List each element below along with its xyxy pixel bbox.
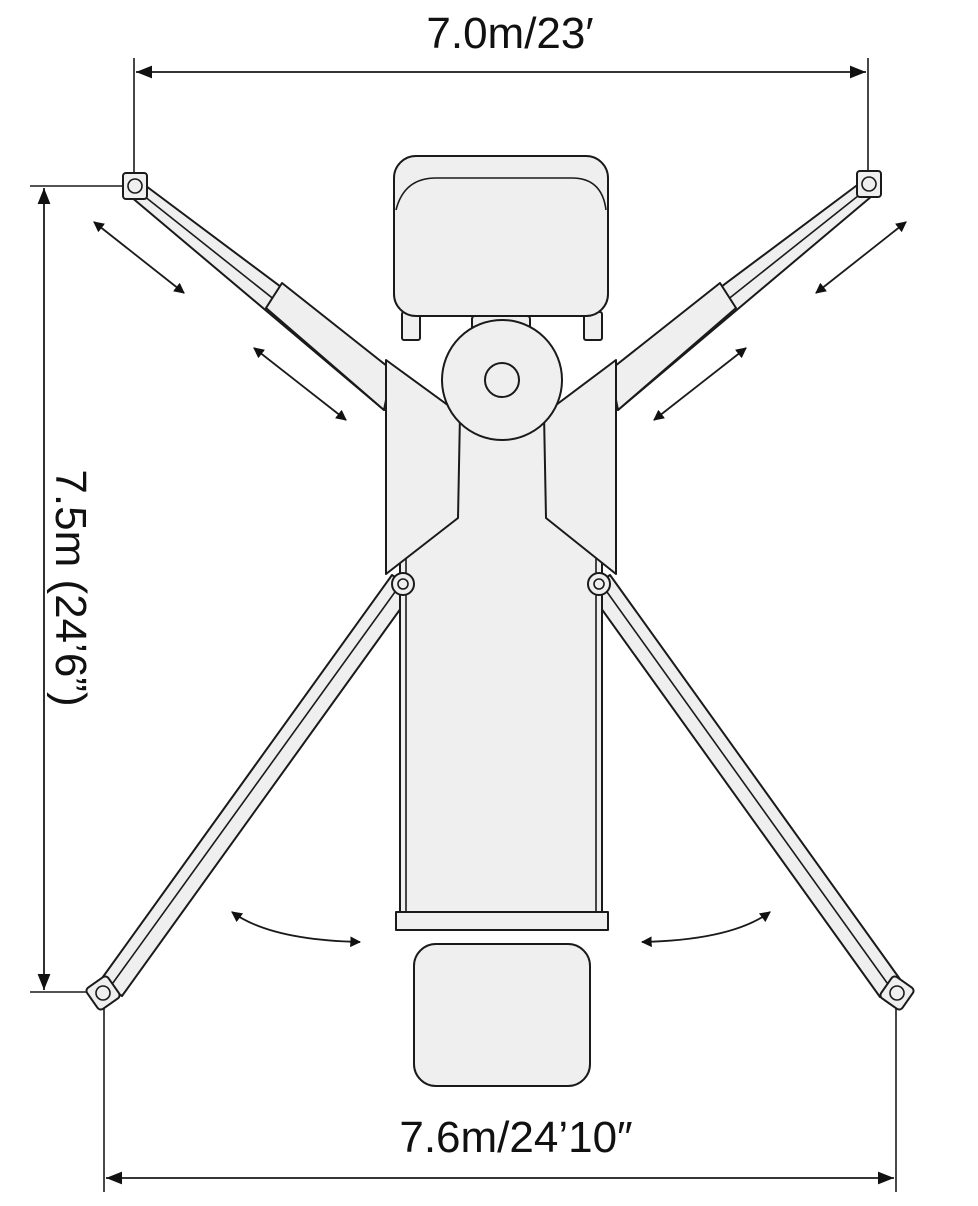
front-right-inner-extension-arrow bbox=[653, 347, 747, 421]
side-length-label: 7.5m (24’6”) bbox=[46, 469, 95, 706]
rear-left-outrigger bbox=[85, 574, 415, 1011]
top-width-dimension: 7.0m/23′ bbox=[133, 9, 869, 190]
front-left-outer-extension-arrow bbox=[93, 221, 185, 294]
rear-left-foot-pad bbox=[85, 975, 121, 1011]
turret bbox=[441, 319, 563, 441]
bottom-width-dimension: 7.6m/24’10″ bbox=[103, 996, 897, 1192]
right-outrigger-box bbox=[543, 359, 617, 575]
front-left-foot-pad bbox=[122, 172, 148, 200]
left-outrigger-box bbox=[385, 359, 461, 575]
rear-bumper bbox=[395, 911, 609, 931]
bottom-width-label: 7.6m/24’10″ bbox=[399, 1113, 632, 1162]
front-right-outer-extension-arrow bbox=[815, 221, 907, 294]
extension-arrows bbox=[93, 221, 907, 421]
front-left-outrigger bbox=[122, 172, 393, 411]
rear-right-pivot bbox=[587, 572, 611, 596]
front-right-foot-pad bbox=[856, 170, 882, 198]
turret-pivot bbox=[484, 362, 520, 398]
cab-housing bbox=[393, 155, 609, 317]
outrigger-pivots bbox=[391, 572, 611, 596]
side-length-dimension: 7.5m (24’6”) bbox=[30, 185, 134, 993]
front-cab bbox=[393, 155, 609, 341]
rear-right-outrigger bbox=[587, 574, 915, 1011]
swing-arrows bbox=[231, 911, 771, 948]
top-width-label: 7.0m/23′ bbox=[426, 9, 593, 58]
rear-counterweight bbox=[413, 943, 591, 1087]
front-right-outrigger bbox=[609, 170, 882, 411]
rear-right-foot-pad bbox=[879, 975, 915, 1011]
front-left-inner-extension-arrow bbox=[253, 347, 347, 421]
rear-right-swing-arrow bbox=[640, 911, 771, 948]
rear-left-swing-arrow bbox=[231, 911, 362, 948]
rear-left-pivot bbox=[391, 572, 415, 596]
